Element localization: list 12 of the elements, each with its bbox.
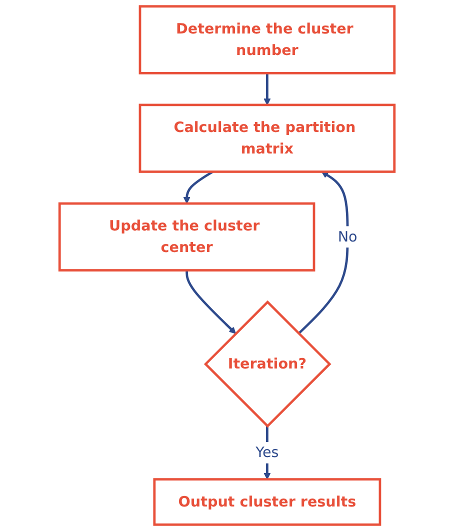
node-box: Update the cluster center (58, 202, 316, 272)
node-diamond: Iteration? (204, 300, 332, 428)
arrow (186, 270, 236, 334)
arrow (183, 170, 214, 204)
node-box: Calculate the partition matrix (138, 104, 396, 173)
edge-label: No (338, 228, 358, 246)
arrow (298, 171, 349, 334)
edge-label: Yes (256, 444, 279, 462)
arrow (264, 426, 271, 480)
node-box: Output cluster results (153, 478, 382, 526)
arrow (264, 73, 271, 106)
node-box: Determine the cluster number (138, 5, 396, 74)
